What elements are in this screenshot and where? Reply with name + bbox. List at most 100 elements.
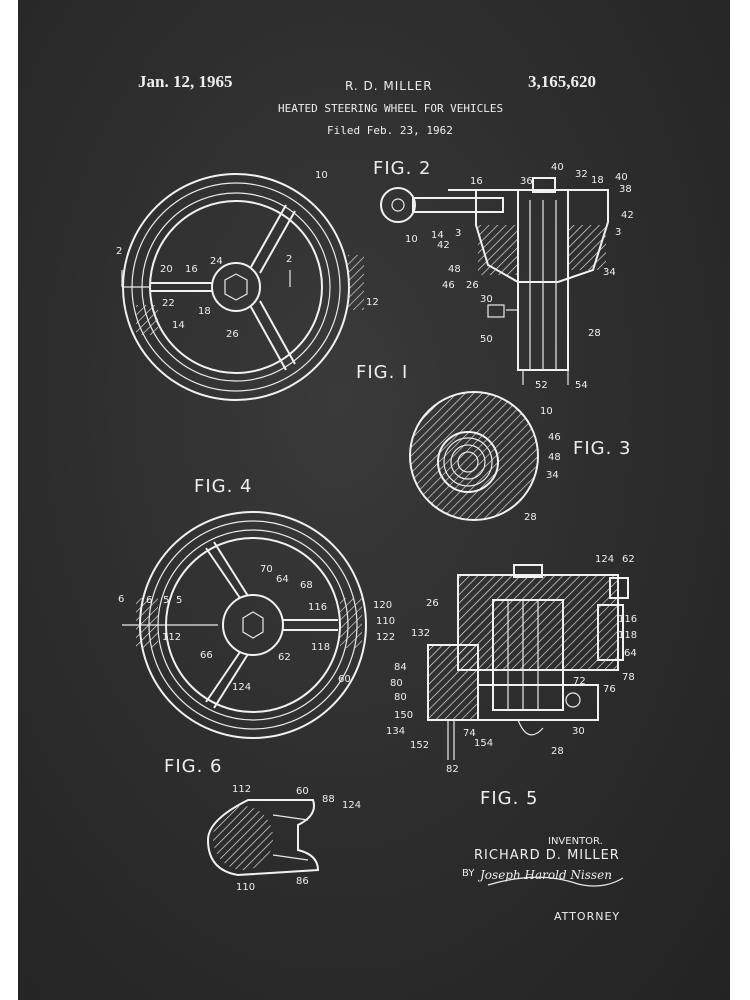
ref-numeral: 34 bbox=[603, 267, 616, 278]
ref-numeral: 24 bbox=[210, 256, 223, 267]
by-label: BY bbox=[462, 868, 475, 879]
ref-numeral: 28 bbox=[551, 746, 564, 757]
ref-numeral: 20 bbox=[160, 264, 173, 275]
fig3-reference-numerals: 10 46 48 34 28 bbox=[524, 406, 561, 523]
ref-numeral: 62 bbox=[278, 652, 291, 663]
ref-numeral: 12 bbox=[366, 297, 379, 308]
ref-numeral: 16 bbox=[185, 264, 198, 275]
ref-numeral: 76 bbox=[603, 684, 616, 695]
ref-numeral: 118 bbox=[618, 630, 637, 641]
ref-numeral: 124 bbox=[595, 554, 614, 565]
inventor-label: INVENTOR. bbox=[548, 836, 603, 847]
fig5-reference-numerals: 124 62 26 132 116 118 64 84 80 72 76 78 … bbox=[386, 554, 637, 775]
ref-numeral: 112 bbox=[232, 784, 251, 795]
ref-numeral: 18 bbox=[591, 175, 604, 186]
fig6-caption: FIG. 6 bbox=[164, 756, 223, 777]
ref-numeral: 30 bbox=[480, 294, 493, 305]
ref-numeral: 10 bbox=[315, 170, 328, 181]
ref-numeral: 10 bbox=[540, 406, 553, 417]
ref-numeral: 3 bbox=[455, 228, 461, 239]
patent-title: HEATED STEERING WHEEL FOR VEHICLES bbox=[278, 102, 504, 115]
ref-numeral: 116 bbox=[618, 614, 637, 625]
ref-numeral: 80 bbox=[394, 692, 407, 703]
fig5-hub-drawing bbox=[427, 564, 629, 760]
ref-numeral: 132 bbox=[411, 628, 430, 639]
fig4-wheel-drawing bbox=[122, 511, 367, 739]
ref-numeral: 62 bbox=[622, 554, 635, 565]
ref-numeral: 150 bbox=[394, 710, 413, 721]
signature-underline bbox=[487, 876, 624, 887]
ref-numeral: 6 bbox=[146, 595, 152, 606]
ref-numeral: 60 bbox=[296, 786, 309, 797]
ref-numeral: 118 bbox=[311, 642, 330, 653]
ref-numeral: 18 bbox=[198, 306, 211, 317]
ref-numeral: 42 bbox=[437, 240, 450, 251]
fig4-caption: FIG. 4 bbox=[194, 476, 253, 497]
ref-numeral: 2 bbox=[286, 254, 292, 265]
ref-numeral: 6 bbox=[118, 594, 124, 605]
ref-numeral: 28 bbox=[588, 328, 601, 339]
ref-numeral: 78 bbox=[622, 672, 635, 683]
ref-numeral: 74 bbox=[463, 728, 476, 739]
ref-numeral: 124 bbox=[342, 800, 361, 811]
blueprint-sheet: Jan. 12, 1965 R. D. MILLER 3,165,620 HEA… bbox=[18, 0, 730, 1000]
ref-numeral: 154 bbox=[474, 738, 493, 749]
patent-drawings: 10 2 2 20 16 24 22 18 12 14 26 16 36 40 … bbox=[116, 162, 637, 893]
ref-numeral: 22 bbox=[162, 298, 175, 309]
patent-date: Jan. 12, 1965 bbox=[138, 72, 233, 91]
ref-numeral: 88 bbox=[322, 794, 335, 805]
ref-numeral: 46 bbox=[548, 432, 561, 443]
ref-numeral: 28 bbox=[524, 512, 537, 523]
ref-numeral: 48 bbox=[548, 452, 561, 463]
ref-numeral: 134 bbox=[386, 726, 405, 737]
ref-numeral: 48 bbox=[448, 264, 461, 275]
ref-numeral: 84 bbox=[394, 662, 407, 673]
fig2-reference-numerals: 16 36 40 32 18 40 38 10 14 3 42 3 42 48 … bbox=[405, 162, 634, 391]
ref-numeral: 70 bbox=[260, 564, 273, 575]
ref-numeral: 40 bbox=[615, 172, 628, 183]
fig6-rim-drawing bbox=[206, 799, 320, 877]
ref-numeral: 80 bbox=[390, 678, 403, 689]
ref-numeral: 64 bbox=[276, 574, 289, 585]
ref-numeral: 122 bbox=[376, 632, 395, 643]
ref-numeral: 10 bbox=[405, 234, 418, 245]
ref-numeral: 60 bbox=[338, 674, 351, 685]
ref-numeral: 5 bbox=[176, 595, 182, 606]
ref-numeral: 26 bbox=[466, 280, 479, 291]
inventor-header: R. D. MILLER bbox=[345, 79, 433, 93]
ref-numeral: 26 bbox=[226, 329, 239, 340]
ref-numeral: 152 bbox=[410, 740, 429, 751]
fig2-section-drawing bbox=[380, 177, 609, 385]
ref-numeral: 110 bbox=[236, 882, 255, 893]
inventor-name: RICHARD D. MILLER bbox=[474, 848, 620, 863]
ref-numeral: 34 bbox=[546, 470, 559, 481]
ref-numeral: 54 bbox=[575, 380, 588, 391]
ref-numeral: 2 bbox=[116, 246, 122, 257]
ref-numeral: 26 bbox=[426, 598, 439, 609]
ref-numeral: 82 bbox=[446, 764, 459, 775]
ref-numeral: 112 bbox=[162, 632, 181, 643]
ref-numeral: 110 bbox=[376, 616, 395, 627]
ref-numeral: 68 bbox=[300, 580, 313, 591]
fig6-reference-numerals: 112 60 88 124 110 86 bbox=[232, 784, 361, 893]
attorney-signature: Joseph Harold Nissen bbox=[480, 868, 612, 882]
ref-numeral: 38 bbox=[619, 184, 632, 195]
ref-numeral: 16 bbox=[470, 176, 483, 187]
patent-number: 3,165,620 bbox=[528, 72, 596, 91]
ref-numeral: 52 bbox=[535, 380, 548, 391]
ref-numeral: 64 bbox=[624, 648, 637, 659]
ref-numeral: 42 bbox=[621, 210, 634, 221]
ref-numeral: 72 bbox=[573, 676, 586, 687]
fig3-section-drawing bbox=[409, 391, 539, 521]
ref-numeral: 5 bbox=[163, 595, 169, 606]
fig3-caption: FIG. 3 bbox=[573, 438, 632, 459]
ref-numeral: 32 bbox=[575, 169, 588, 180]
ref-numeral: 14 bbox=[431, 230, 444, 241]
fig1-reference-numerals: 10 2 2 20 16 24 22 18 12 14 26 bbox=[116, 170, 379, 340]
fig1-caption: FIG. I bbox=[356, 362, 409, 383]
ref-numeral: 14 bbox=[172, 320, 185, 331]
ref-numeral: 36 bbox=[520, 176, 533, 187]
ref-numeral: 30 bbox=[572, 726, 585, 737]
filed-date: Filed Feb. 23, 1962 bbox=[327, 124, 453, 137]
ref-numeral: 3 bbox=[615, 227, 621, 238]
